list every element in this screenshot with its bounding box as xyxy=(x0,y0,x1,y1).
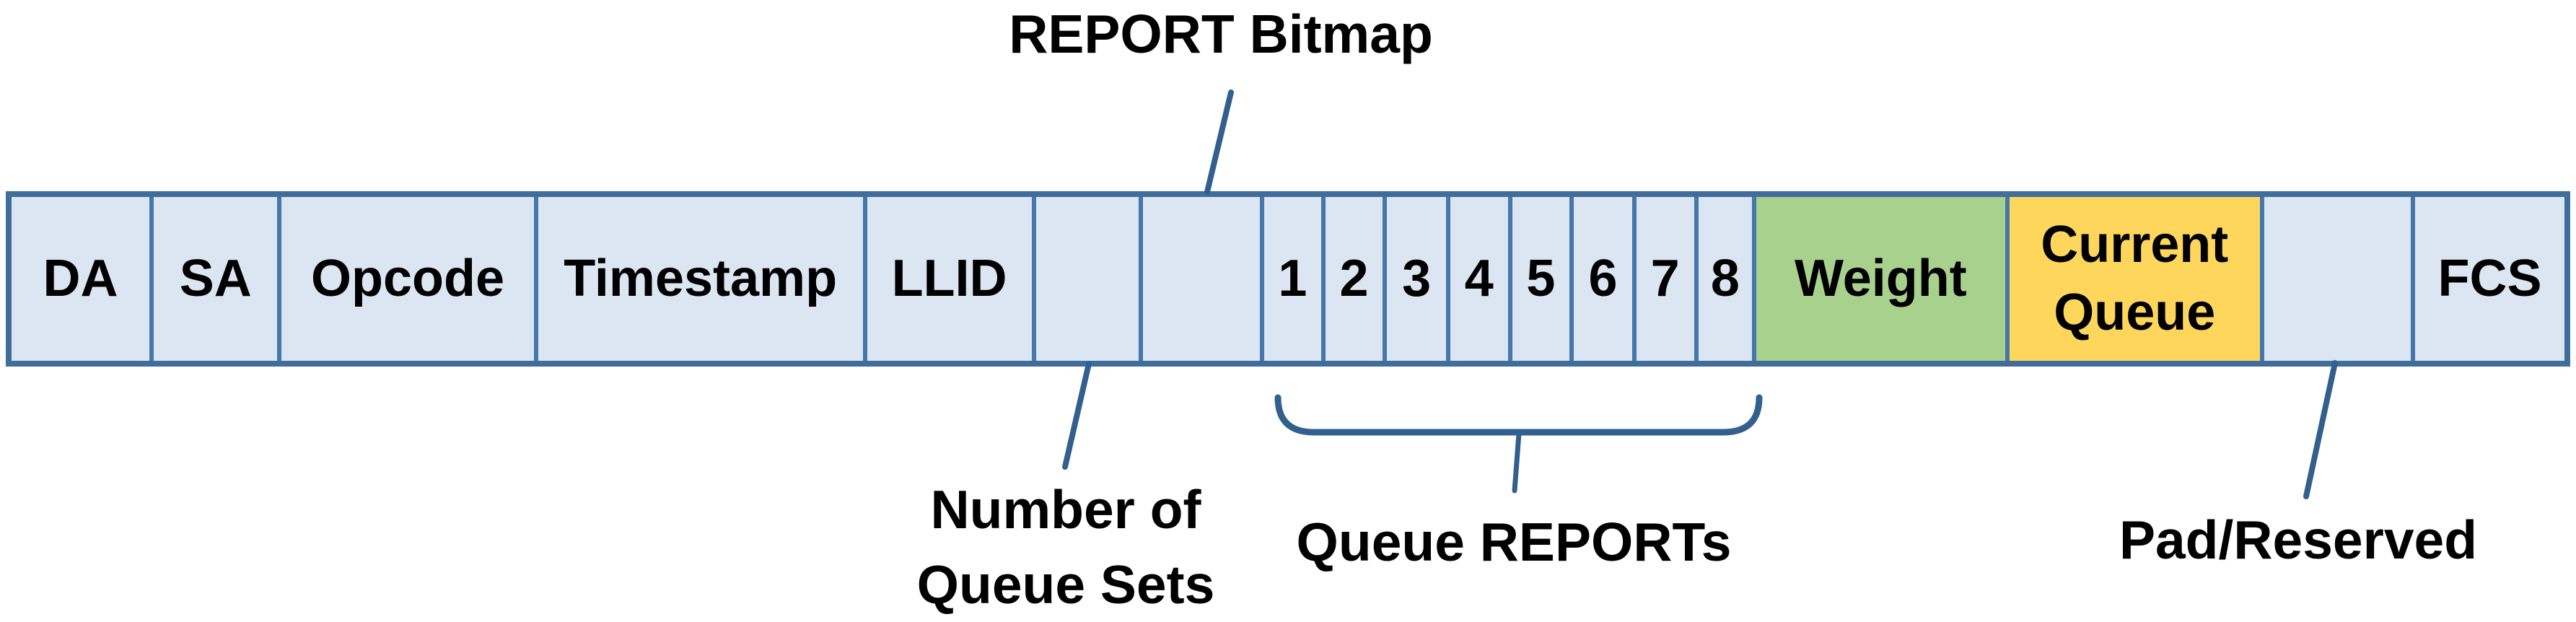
field-cell-queue-report-7: 7 xyxy=(1636,197,1699,361)
number-of-queue-sets-label-line2: Queue Sets xyxy=(916,554,1215,615)
field-cell-weight: Weight xyxy=(1756,197,2010,361)
queue-reports-brace-tail xyxy=(1512,431,1522,494)
field-cell-queue-report-3: 3 xyxy=(1387,197,1451,361)
pad-reserved-leader-line xyxy=(2303,360,2338,499)
field-cell-timestamp: Timestamp xyxy=(538,197,867,361)
queue-reports-brace xyxy=(1274,394,1763,436)
field-cell-current-queue: Current Queue xyxy=(2009,197,2264,361)
field-cell-fcs: FCS xyxy=(2414,197,2565,361)
field-cell-queue-report-1: 1 xyxy=(1264,197,1326,361)
number-of-queue-sets-label-line1: Number of xyxy=(930,479,1201,540)
field-cell-sa: SA xyxy=(154,197,282,361)
field-cell-llid: LLID xyxy=(867,197,1036,361)
report-bitmap-label: REPORT Bitmap xyxy=(1009,4,1433,64)
queue-reports-label: Queue REPORTs xyxy=(1296,512,1732,572)
field-cell-da: DA xyxy=(12,197,154,361)
field-cell-queue-report-4: 4 xyxy=(1450,197,1512,361)
number-of-queue-sets-label: Number of Queue Sets xyxy=(917,472,1215,622)
field-cell-opcode: Opcode xyxy=(281,197,538,361)
field-cell-queue-report-5: 5 xyxy=(1512,197,1574,361)
field-cell-pad-reserved xyxy=(2264,197,2415,361)
field-cell-queue-report-2: 2 xyxy=(1325,197,1388,361)
field-cell-report-bitmap xyxy=(1142,197,1265,361)
pad-reserved-label: Pad/Reserved xyxy=(2119,509,2478,570)
report-bitmap-leader-line xyxy=(1204,89,1234,195)
field-cell-number-of-queue-sets xyxy=(1035,197,1143,361)
field-cell-queue-report-8: 8 xyxy=(1698,197,1757,361)
field-cell-queue-report-6: 6 xyxy=(1574,197,1637,361)
number-of-queue-sets-leader-line xyxy=(1062,361,1092,470)
